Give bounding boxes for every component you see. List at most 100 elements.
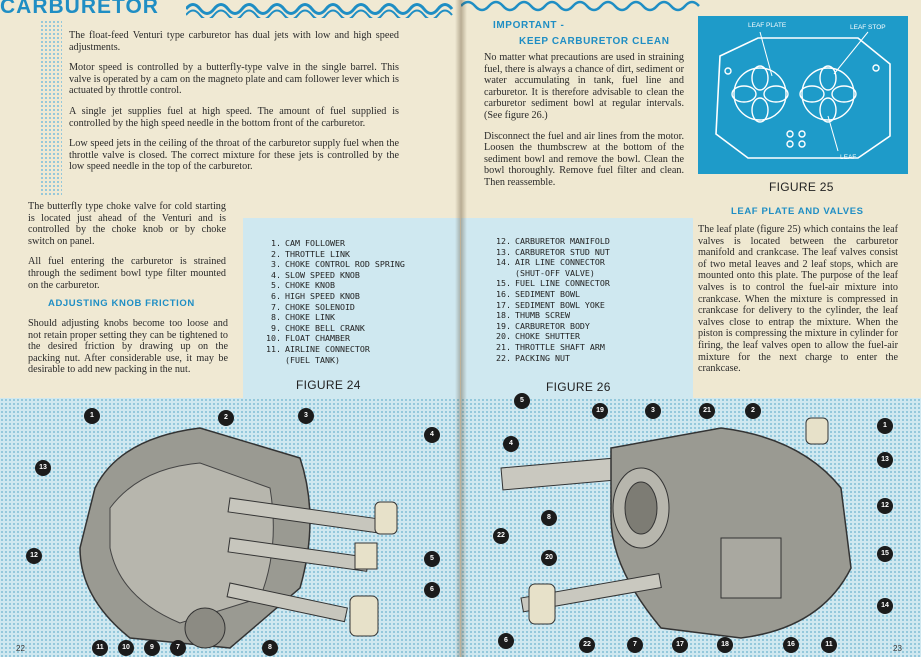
- book-gutter: [455, 0, 467, 657]
- list-item: 9.CHOKE BELL CRANK: [271, 322, 365, 333]
- list-item: 22.PACKING NUT: [496, 352, 570, 363]
- callout-marker: 21: [699, 403, 715, 419]
- callout-marker: 11: [92, 640, 108, 656]
- callout-marker: 3: [298, 408, 314, 424]
- callout-marker: 3: [645, 403, 661, 419]
- list-item: 19.CARBURETOR BODY: [496, 320, 590, 331]
- paragraph: A single jet supplies fuel at high speed…: [69, 105, 399, 129]
- section-heading: ADJUSTING KNOB FRICTION: [48, 298, 195, 309]
- callout-marker: 22: [493, 528, 509, 544]
- parts-list: 1.CAM FOLLOWER 2.THROTTLE LINK 3.CHOKE C…: [263, 238, 459, 365]
- paragraph: Should adjusting knobs become too loose …: [28, 318, 228, 376]
- leaf-plate-label: LEAF PLATE: [748, 22, 787, 29]
- paragraph: Motor speed is controlled by a butterfly…: [69, 62, 399, 97]
- callout-marker: 14: [877, 598, 893, 614]
- callout-marker: 5: [424, 551, 440, 567]
- list-item: 13.CARBURETOR STUD NUT: [496, 246, 610, 257]
- section-heading: IMPORTANT -: [493, 20, 565, 31]
- figure-caption: FIGURE 24: [296, 378, 361, 392]
- leaf-text: The leaf plate (figure 25) which contain…: [698, 224, 898, 384]
- choke-text: The butterfly type choke valve for cold …: [28, 201, 226, 300]
- callout-marker: 13: [877, 452, 893, 468]
- callout-marker: 8: [541, 510, 557, 526]
- callout-marker: 2: [218, 410, 234, 426]
- title-band: CARBURETOR: [0, 0, 460, 18]
- clean-text: No matter what precautions are used in s…: [484, 52, 684, 198]
- callout-marker: 22: [579, 637, 595, 653]
- figure-caption: FIGURE 26: [546, 380, 611, 394]
- list-item: 8.CHOKE LINK: [271, 312, 335, 323]
- left-page: CARBURETOR The float-feed Venturi type c…: [0, 0, 460, 657]
- callout-marker: 7: [170, 640, 186, 656]
- leaf-stop-label: LEAF STOP: [850, 24, 886, 31]
- figure-26-illustration: [500, 417, 852, 639]
- paragraph: The float-feed Venturi type carburetor h…: [69, 30, 399, 53]
- page-title: CARBURETOR: [0, 0, 159, 18]
- dotted-sidebar: [40, 20, 62, 195]
- list-item: 11.AIRLINE CONNECTOR: [266, 343, 370, 354]
- parts-panel: [243, 218, 460, 398]
- list-item: 3.CHOKE CONTROL ROD SPRING: [271, 259, 405, 270]
- callout-marker: 5: [514, 393, 530, 409]
- list-item: 18.THUMB SCREW: [496, 310, 570, 321]
- callout-marker: 17: [672, 637, 688, 653]
- callout-marker: 1: [877, 418, 893, 434]
- wave-border: [186, 3, 454, 18]
- list-item: 10.FLOAT CHAMBER: [266, 333, 350, 344]
- callout-marker: 6: [424, 582, 440, 598]
- leaf-plate-illustration: [715, 31, 891, 159]
- list-item: 2.THROTTLE LINK: [271, 248, 350, 259]
- paragraph: All fuel entering the carburetor is stra…: [28, 256, 226, 291]
- right-page: IMPORTANT - KEEP CARBURETOR CLEAN No mat…: [461, 0, 921, 657]
- page-number: 23: [893, 644, 902, 653]
- callout-marker: 15: [877, 546, 893, 562]
- adjusting-text: Should adjusting knobs become too loose …: [28, 318, 228, 385]
- list-item: 14.AIR LINE CONNECTOR: [496, 257, 605, 268]
- list-item: 16.SEDIMENT BOWL: [496, 288, 580, 299]
- section-heading: KEEP CARBURETOR CLEAN: [519, 36, 670, 47]
- intro-text: The float-feed Venturi type carburetor h…: [69, 30, 399, 182]
- callout-marker: 4: [424, 427, 440, 443]
- callout-marker: 4: [503, 436, 519, 452]
- list-item: (SHUT-OFF VALVE): [515, 267, 595, 278]
- paragraph: Low speed jets in the ceiling of the thr…: [69, 138, 399, 173]
- page-number: 22: [16, 644, 25, 653]
- callout-marker: 6: [498, 633, 514, 649]
- callout-marker: 8: [262, 640, 278, 656]
- list-item: 5.CHOKE KNOB: [271, 280, 335, 291]
- callout-marker: 16: [783, 637, 799, 653]
- figure-24-illustration: [79, 427, 398, 649]
- list-item: 12.CARBURETOR MANIFOLD: [496, 236, 610, 246]
- callout-marker: 11: [821, 637, 837, 653]
- paragraph: The butterfly type choke valve for cold …: [28, 201, 226, 247]
- wave-border: [461, 0, 700, 12]
- list-item: 1.CAM FOLLOWER: [271, 238, 345, 248]
- section-heading: LEAF PLATE AND VALVES: [731, 206, 864, 217]
- callout-marker: 18: [717, 637, 733, 653]
- callout-marker: 12: [877, 498, 893, 514]
- callout-marker: 2: [745, 403, 761, 419]
- list-item: 7.CHOKE SOLENOID: [271, 301, 355, 312]
- leaf-label: LEAF: [840, 154, 857, 161]
- callout-marker: 7: [627, 637, 643, 653]
- callout-marker: 13: [35, 460, 51, 476]
- callout-marker: 19: [592, 403, 608, 419]
- list-item: 20.CHOKE SHUTTER: [496, 331, 580, 342]
- callout-marker: 1: [84, 408, 100, 424]
- list-item: 17.SEDIMENT BOWL YOKE: [496, 299, 605, 310]
- parts-panel: [461, 218, 693, 398]
- list-item: (FUEL TANK): [285, 354, 340, 365]
- figure-caption: FIGURE 25: [769, 180, 834, 194]
- callout-marker: 20: [541, 550, 557, 566]
- paragraph: Disconnect the fuel and air lines from t…: [484, 130, 684, 188]
- list-item: 4.SLOW SPEED KNOB: [271, 269, 360, 280]
- figure-25-panel: LEAF PLATE LEAF STOP LEAF: [698, 16, 908, 174]
- callout-marker: 10: [118, 640, 134, 656]
- paragraph: The leaf plate (figure 25) which contain…: [698, 224, 898, 375]
- callout-marker: 9: [144, 640, 160, 656]
- list-item: 15.FUEL LINE CONNECTOR: [496, 278, 610, 289]
- paragraph: No matter what precautions are used in s…: [484, 52, 684, 121]
- list-item: 6.HIGH SPEED KNOB: [271, 290, 360, 301]
- parts-list: 12.CARBURETOR MANIFOLD 13.CARBURETOR STU…: [493, 236, 693, 363]
